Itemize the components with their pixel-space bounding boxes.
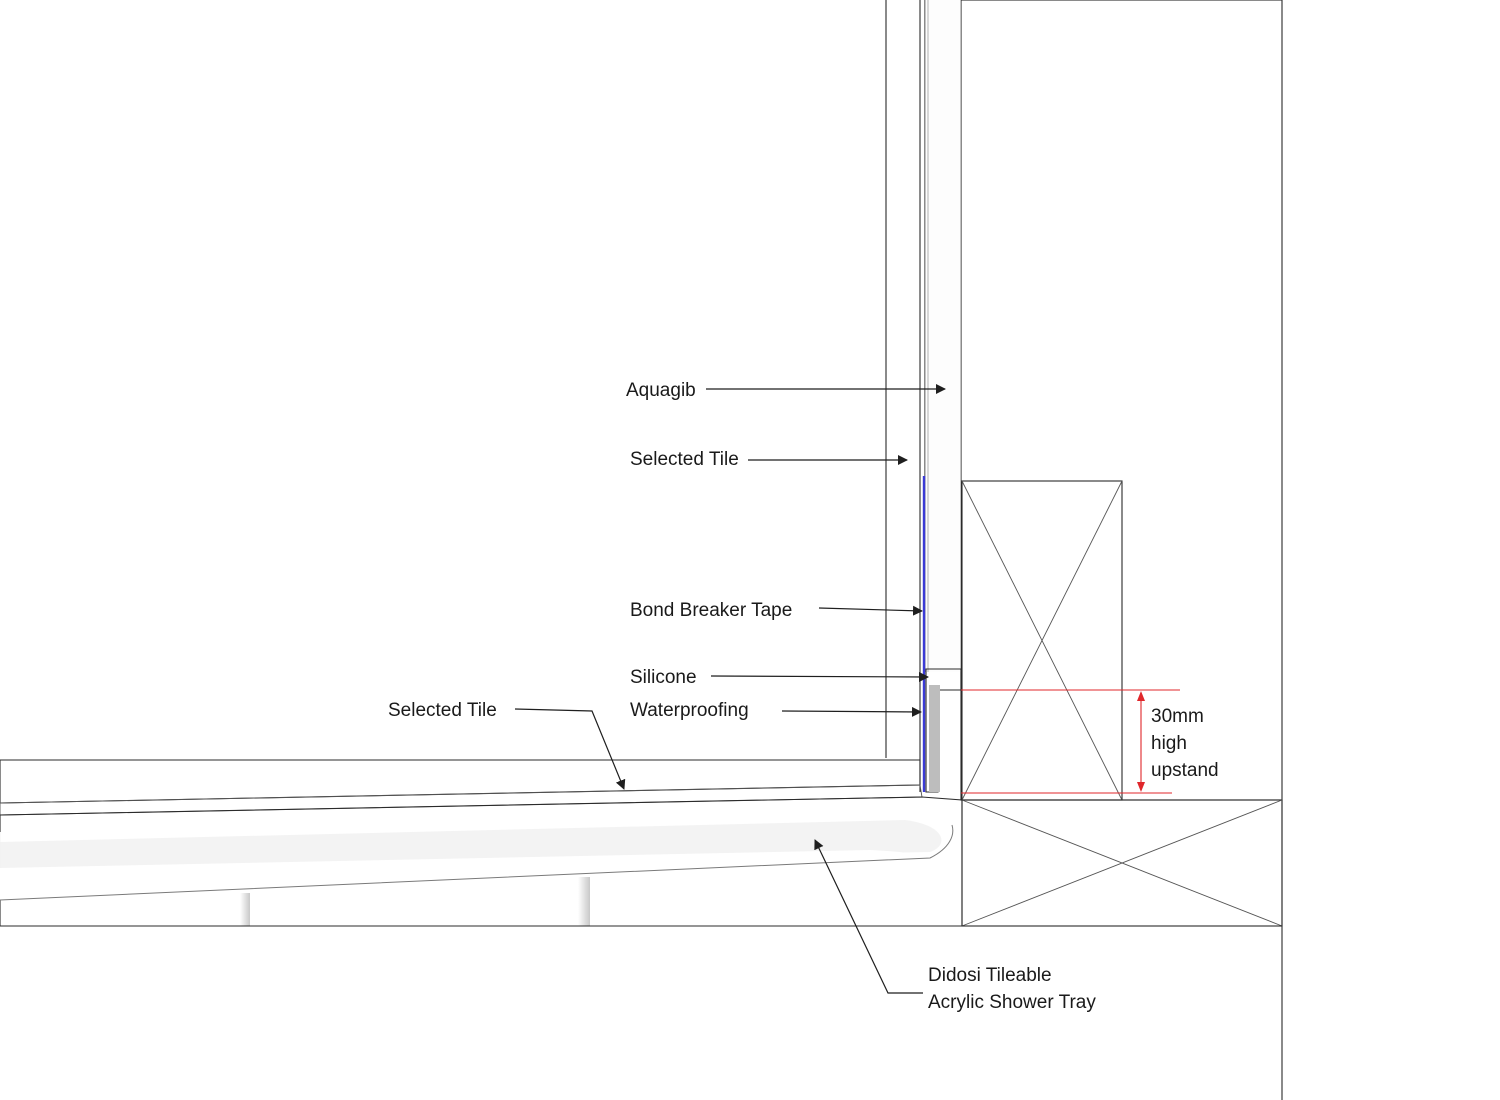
timber-stud xyxy=(961,480,1123,801)
leader-selected-tile-floor xyxy=(514,708,626,790)
label-silicone: Silicone xyxy=(630,667,697,688)
label-upstand-line3: upstand xyxy=(1151,760,1219,781)
bottom-plate xyxy=(961,799,1283,927)
label-aquagib: Aquagib xyxy=(626,380,696,401)
leader-silicone xyxy=(710,671,929,682)
label-upstand-line2: high xyxy=(1151,733,1187,754)
labels: Aquagib Selected Tile Bond Breaker Tape … xyxy=(388,380,1219,1013)
label-upstand-line1: 30mm xyxy=(1151,706,1204,727)
upstand-dimension xyxy=(961,689,1180,794)
floor-tile xyxy=(0,759,923,816)
label-selected-tile-wall: Selected Tile xyxy=(630,449,739,470)
silicone-bead xyxy=(925,668,962,793)
label-selected-tile-floor: Selected Tile xyxy=(388,700,497,721)
shower-tray xyxy=(0,796,1282,927)
label-tray-line1: Didosi Tileable xyxy=(928,965,1052,986)
label-bond-breaker-tape: Bond Breaker Tape xyxy=(630,600,792,621)
label-tray-line2: Acrylic Shower Tray xyxy=(928,992,1096,1013)
label-waterproofing: Waterproofing xyxy=(630,700,749,721)
leader-shower-tray xyxy=(814,839,923,994)
leader-lines xyxy=(514,384,946,994)
leader-bond-breaker-tape xyxy=(818,605,923,616)
leader-waterproofing xyxy=(781,706,922,717)
aquagib-lining xyxy=(885,0,961,792)
